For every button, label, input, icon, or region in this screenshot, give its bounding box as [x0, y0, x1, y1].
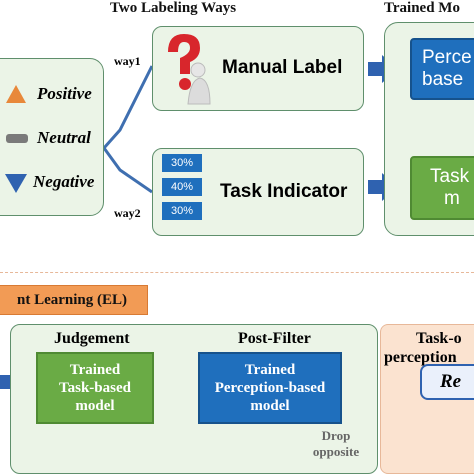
perception-model-box: Perce base — [410, 38, 474, 100]
question-person-icon — [160, 30, 212, 106]
post-filter-title: Post-Filter — [238, 330, 311, 347]
task-o-line1: Task-o — [416, 330, 462, 347]
sentiment-positive: Positive — [37, 84, 92, 103]
way1-label: way1 — [114, 54, 141, 68]
task-model-box-top: Task m — [410, 156, 474, 220]
manual-label-text: Manual Label — [222, 57, 343, 78]
trained-perception-model-box: Trained Perception-based model — [198, 352, 342, 424]
percent-stack: 30% 40% 30% — [162, 154, 202, 226]
task-model-line2: Task-based — [59, 380, 131, 396]
percent-cell-2: 40% — [162, 178, 202, 198]
way2-label: way2 — [114, 206, 141, 220]
trained-models-title: Trained Mo — [384, 0, 460, 16]
negative-triangle-icon — [5, 174, 27, 193]
positive-triangle-icon — [6, 85, 26, 103]
perception-model-line1: Perce — [422, 47, 472, 68]
drop-line2: opposite — [312, 444, 360, 459]
task-indicator-text: Task Indicator — [220, 181, 348, 202]
drop-opposite-label: Drop opposite — [306, 428, 366, 460]
percent-cell-1: 30% — [162, 154, 202, 174]
task-model-line3: model — [75, 398, 115, 414]
sentiment-neutral: Neutral — [37, 128, 91, 147]
task-model-top-line2: m — [444, 188, 460, 209]
two-labeling-ways-title: Two Labeling Ways — [110, 0, 237, 16]
judgement-title: Judgement — [54, 330, 130, 347]
arrow-task-to-model — [368, 173, 398, 201]
sentiment-negative: Negative — [33, 172, 95, 191]
perception-model-b-line3: model — [250, 398, 290, 414]
task-o-line2: perception — [384, 349, 457, 366]
el-section-title: nt Learning (EL) — [16, 291, 127, 308]
arrow-manual-to-model — [368, 55, 398, 83]
percent-cell-3: 30% — [162, 202, 202, 222]
way1-branch — [102, 65, 154, 149]
re-box: Re — [420, 364, 474, 400]
trained-task-model-box: Trained Task-based model — [36, 352, 154, 424]
task-model-line1: Trained — [69, 362, 121, 378]
task-model-top-line1: Task — [430, 166, 470, 187]
el-section-tag: nt Learning (EL) — [0, 285, 148, 315]
way2-branch — [102, 147, 153, 194]
perception-model-b-line2: Perception-based — [214, 380, 326, 396]
perception-model-line2: base — [422, 69, 464, 90]
perception-model-b-line1: Trained — [244, 362, 296, 378]
re-text: Re — [440, 371, 462, 392]
neutral-bar-icon — [6, 134, 28, 143]
drop-line1: Drop — [321, 428, 351, 443]
section-divider — [0, 272, 474, 273]
